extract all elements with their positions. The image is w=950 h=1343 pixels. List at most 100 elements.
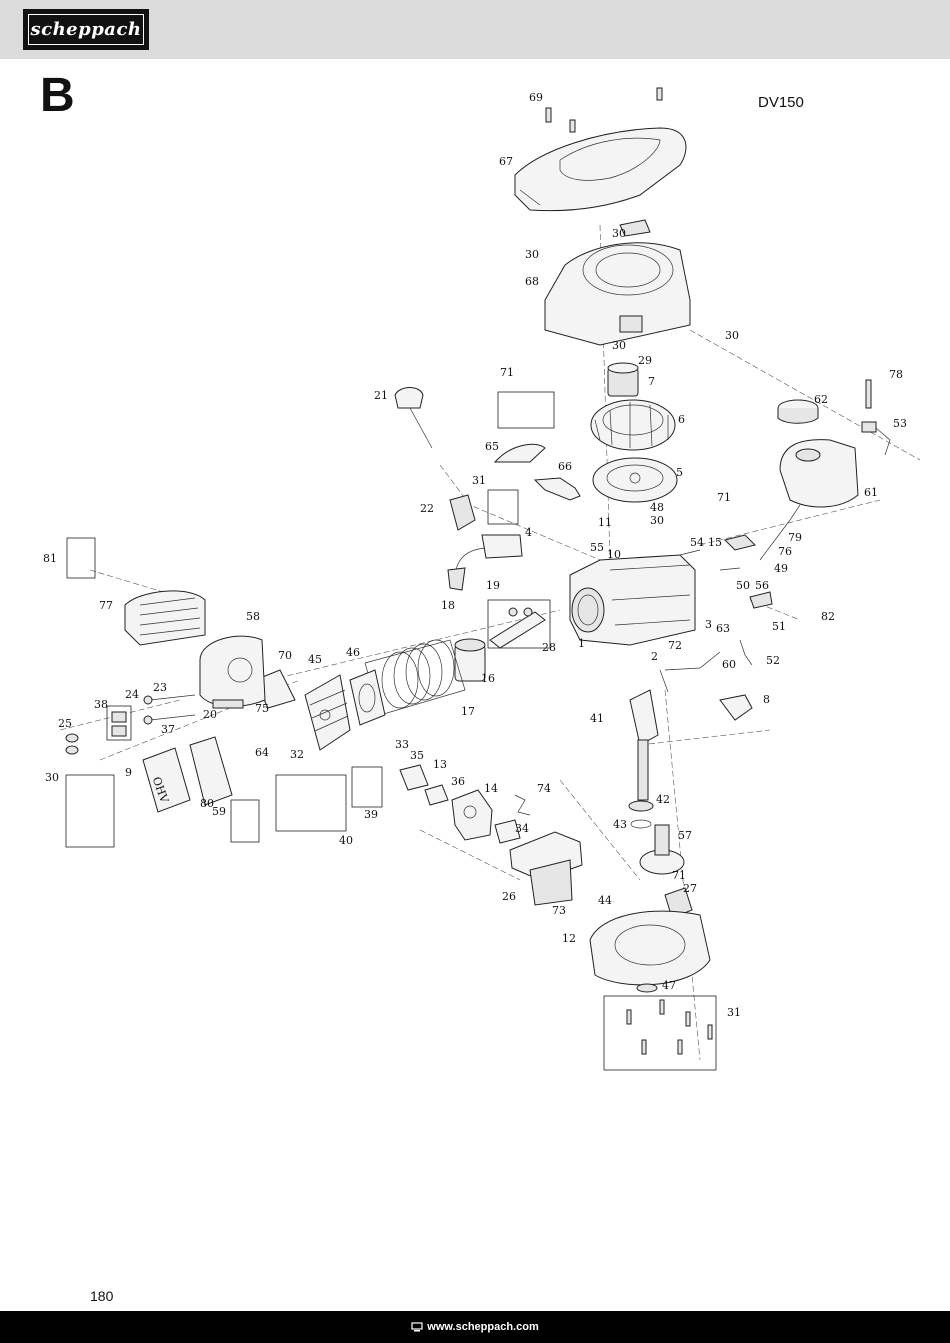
part-box-59: [230, 799, 260, 843]
model-name: DV150: [758, 94, 804, 111]
page-footer: www.scheppach.com: [0, 1311, 950, 1343]
carburetor-gasket: [424, 784, 449, 806]
fan-pulley: [592, 457, 678, 503]
part-label-17: 17: [461, 705, 475, 718]
part-label-35: 35: [410, 749, 424, 762]
part-label-75: 75: [255, 702, 269, 715]
part-label-7: 7: [648, 375, 655, 388]
bracket-65: [493, 443, 546, 463]
part-label-44: 44: [598, 894, 612, 907]
part-label-28: 28: [542, 641, 556, 654]
ignition-coil: [447, 534, 523, 591]
bolt-box-39: [351, 766, 383, 808]
part-label-29: 29: [638, 354, 652, 367]
part-label-32: 32: [290, 748, 304, 761]
part-label-15: 15: [708, 536, 722, 549]
valve-springs: [106, 705, 132, 741]
part-label-30: 30: [612, 227, 626, 240]
part-label-78: 78: [889, 368, 903, 381]
part-label-6: 6: [678, 413, 685, 426]
part-label-18: 18: [441, 599, 455, 612]
part-label-24: 24: [125, 688, 139, 701]
part-label-77: 77: [99, 599, 113, 612]
bracket-66: [533, 477, 581, 501]
part-label-40: 40: [339, 834, 353, 847]
part-label-36: 36: [451, 775, 465, 788]
part-label-49: 49: [774, 562, 788, 575]
spring-54: [679, 549, 701, 556]
part-label-16: 16: [481, 672, 495, 685]
bracket-56: [749, 591, 773, 609]
part-label-56: 56: [755, 579, 769, 592]
part-label-1: 1: [578, 637, 585, 650]
bolt-box-81: [66, 537, 96, 579]
part-label-53: 53: [893, 417, 907, 430]
intake-gasket: [399, 764, 429, 791]
section-letter: B: [40, 69, 75, 122]
flywheel: [590, 399, 676, 451]
part-label-2: 2: [651, 650, 658, 663]
part-label-33: 33: [395, 738, 409, 751]
part-label-81: 81: [43, 552, 57, 565]
heat-shield: [124, 590, 206, 646]
choke-link: [514, 794, 531, 816]
part-label-50: 50: [736, 579, 750, 592]
brand-logo-text: scheppach: [30, 19, 142, 40]
part-label-79: 79: [788, 531, 802, 544]
part-label-59: 59: [212, 805, 226, 818]
part-label-30: 30: [725, 329, 739, 342]
part-label-57: 57: [678, 829, 692, 842]
governor-spring-52: [739, 639, 753, 666]
part-label-48: 48: [650, 501, 664, 514]
part-label-41: 41: [590, 712, 604, 725]
part-label-38: 38: [94, 698, 108, 711]
plate-15: [724, 534, 756, 551]
crank-bearing: [628, 800, 654, 812]
part-label-71: 71: [717, 491, 731, 504]
part-label-60: 60: [722, 658, 736, 671]
fuel-valve: [861, 379, 891, 456]
part-label-14: 14: [484, 782, 498, 795]
cylinder-head: [304, 674, 351, 751]
starter-cup: [607, 362, 639, 397]
part-label-71: 71: [672, 869, 686, 882]
part-label-47: 47: [662, 979, 676, 992]
cover-bolts: [545, 87, 663, 133]
governor-assembly-27: [664, 887, 693, 919]
website-url[interactable]: www.scheppach.com: [427, 1321, 539, 1333]
footer-website[interactable]: www.scheppach.com: [411, 1321, 539, 1333]
air-filter-housing: [199, 635, 266, 707]
exploded-parts-diagram: OHV: [43, 87, 921, 1071]
part-number-labels: 1234567891011121314151617181920212223242…: [43, 91, 907, 1019]
engine-top-cover: [514, 127, 687, 212]
brand-logo-frame: scheppach: [28, 14, 144, 45]
page-number: 180: [90, 1288, 114, 1304]
air-cleaner-housing: [509, 831, 583, 906]
part-label-66: 66: [558, 460, 572, 473]
part-label-3: 3: [705, 618, 712, 631]
part-label-58: 58: [246, 610, 260, 623]
part-label-55: 55: [590, 541, 604, 554]
rod-49: [719, 567, 741, 571]
part-label-45: 45: [308, 653, 322, 666]
part-label-5: 5: [676, 466, 683, 479]
part-label-54: 54: [690, 536, 704, 549]
part-label-74: 74: [537, 782, 551, 795]
elbow-8: [719, 694, 753, 721]
part-label-80: 80: [200, 797, 214, 810]
dipstick: [394, 387, 433, 449]
governor-link-60: [664, 651, 721, 671]
part-label-19: 19: [486, 579, 500, 592]
carburetor: [451, 789, 493, 841]
part-label-9: 9: [125, 766, 132, 779]
part-label-4: 4: [525, 526, 532, 539]
part-label-68: 68: [525, 275, 539, 288]
part-label-51: 51: [772, 620, 786, 633]
part-label-30: 30: [525, 248, 539, 261]
part-label-25: 25: [58, 717, 72, 730]
bolt-box-bottom-31: [603, 995, 717, 1071]
part-label-31: 31: [727, 1006, 741, 1019]
brand-logo: scheppach: [23, 9, 149, 50]
air-cleaner-gasket: [494, 819, 521, 844]
part-label-11: 11: [598, 516, 612, 529]
